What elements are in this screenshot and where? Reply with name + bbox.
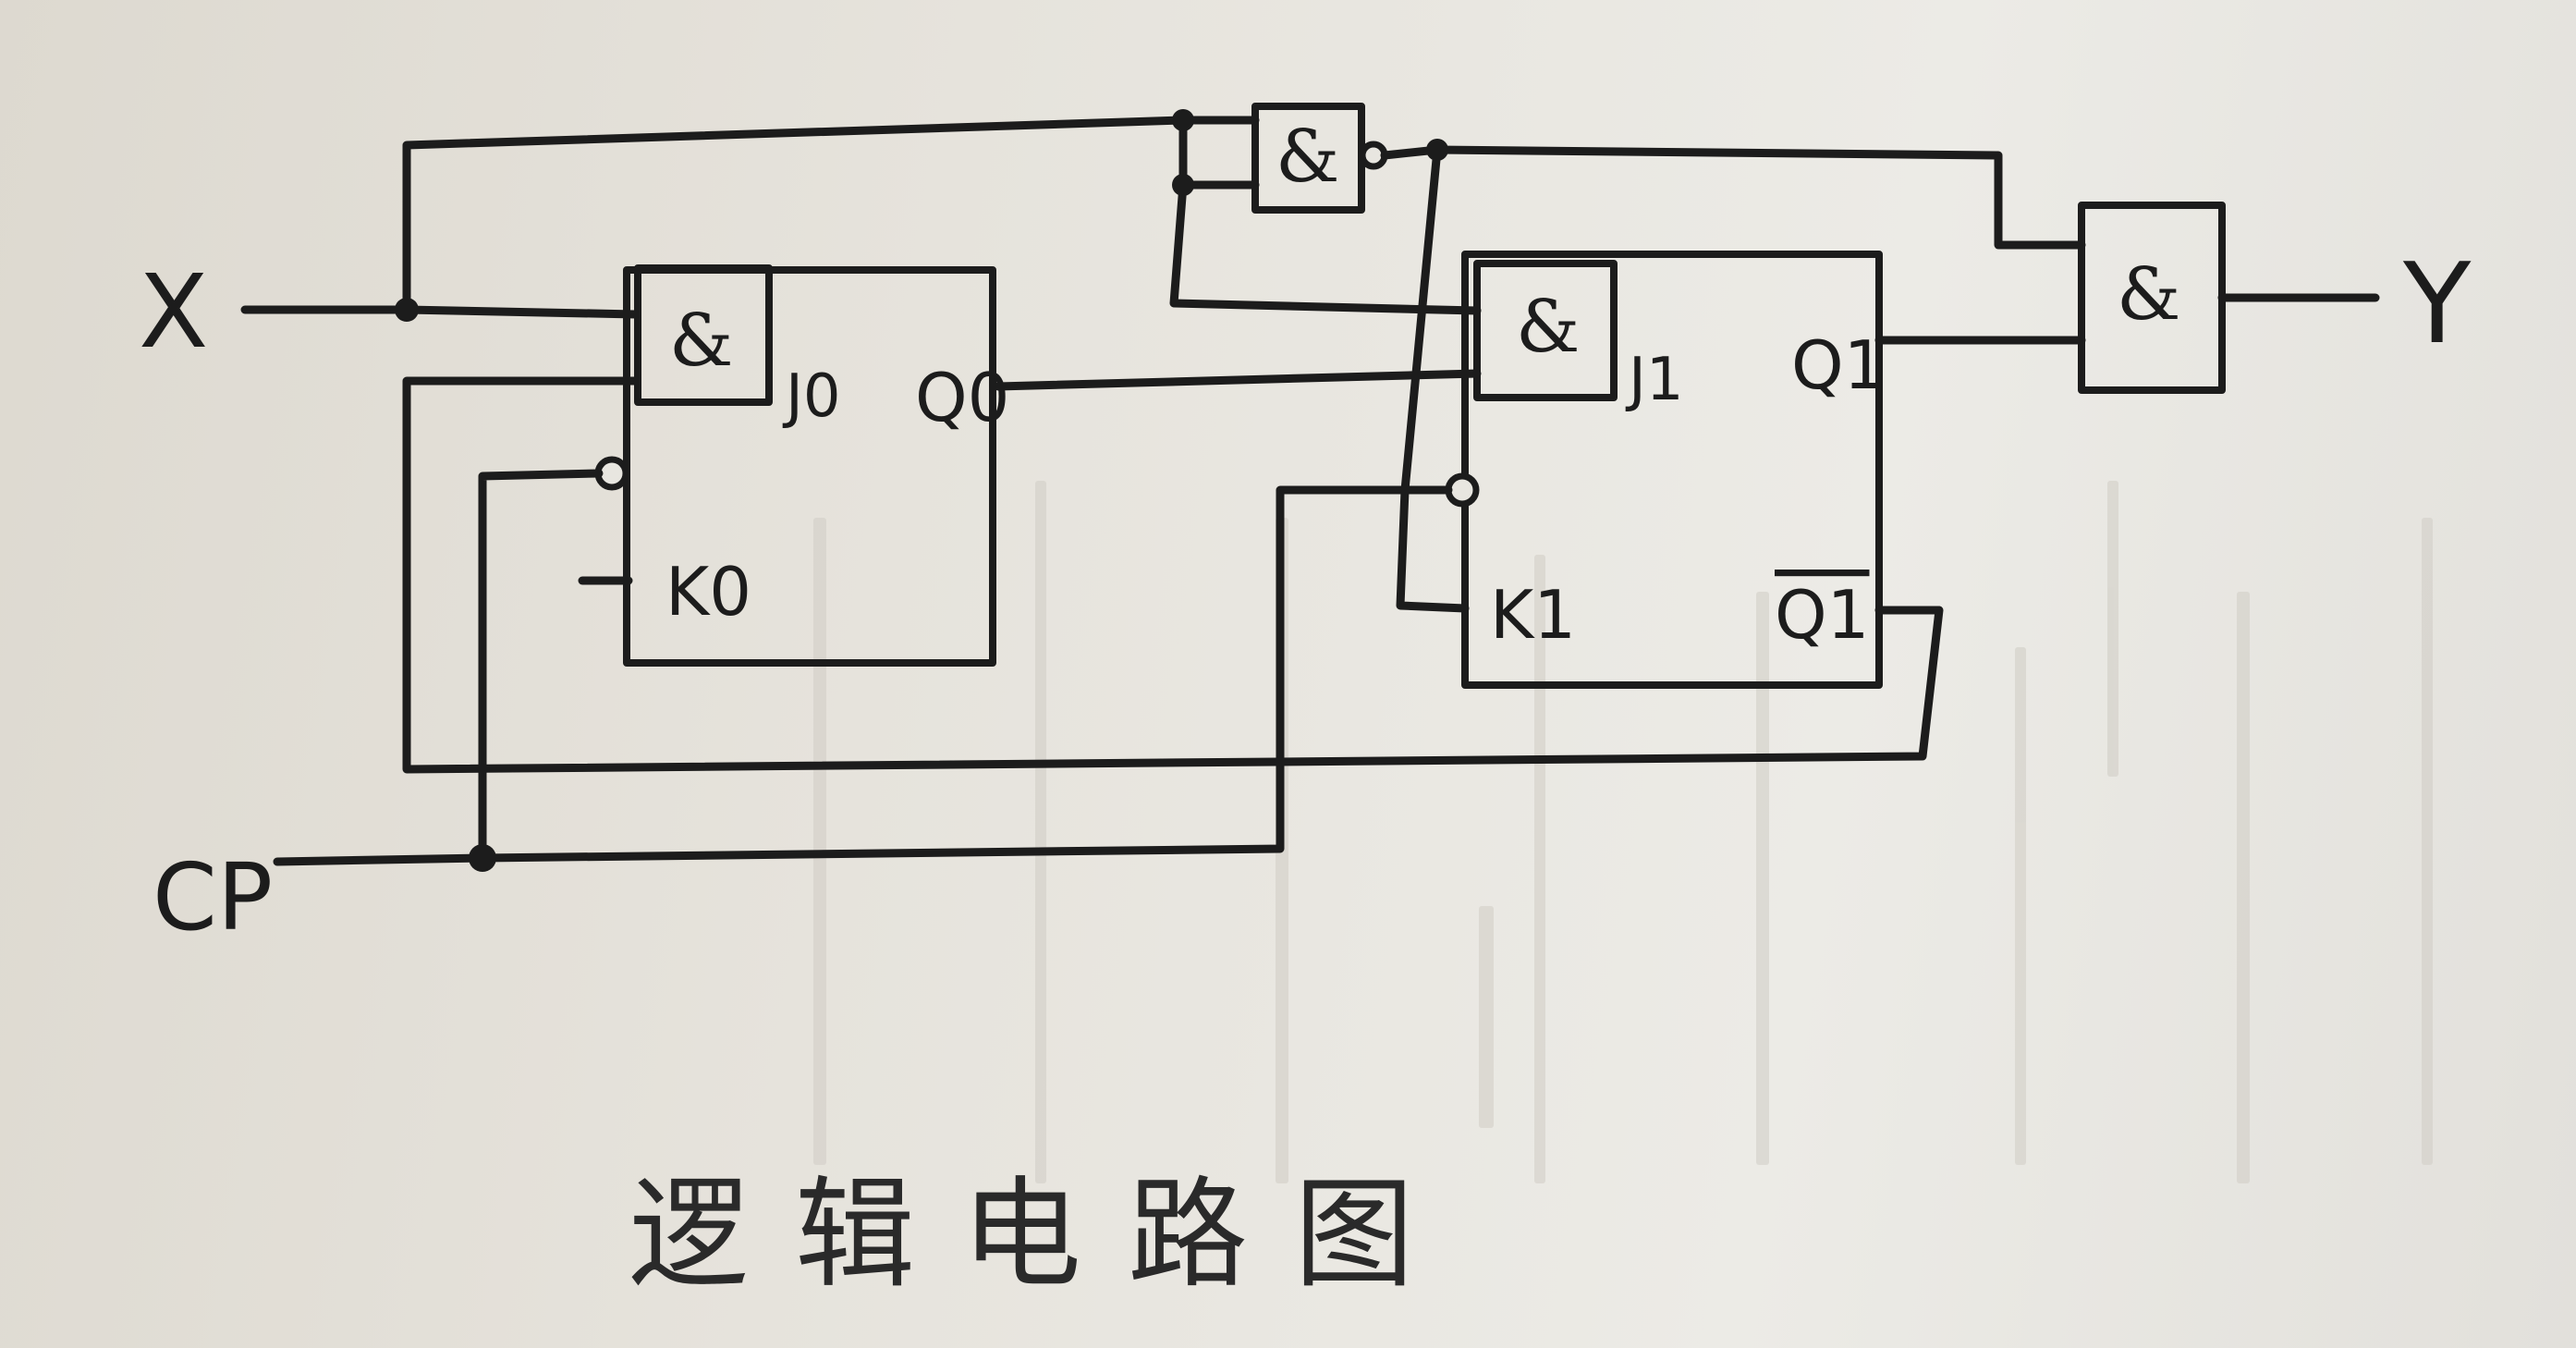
wire-nand-input-b: [1178, 116, 1260, 190]
flipflop-0-k-label: K0: [665, 553, 751, 631]
flipflop-1-q-label: Q1: [1791, 326, 1886, 404]
flipflop-0: & J0 K0 Q0: [578, 264, 1009, 667]
flipflop-0-input-and-gate: [634, 264, 773, 406]
junction-nand-output: [1426, 139, 1448, 161]
wire-clock-to-ff1: [273, 485, 1453, 866]
wire-to-ff1-and-input: [1169, 180, 1482, 315]
input-x-label: X: [139, 252, 208, 371]
flipflop-1-q-bar-label: Q1: [1775, 576, 1869, 654]
wire-nand-output-to-and: [1380, 145, 2086, 250]
junction-x-branch: [395, 298, 419, 322]
wire-clock-to-ff0: [478, 469, 604, 863]
wires: [240, 116, 2380, 866]
wire-nand-output-to-k1: [1396, 145, 1470, 613]
nand-gate: &: [1251, 103, 1388, 214]
wire-q1-bar-feedback: [402, 376, 1944, 774]
flipflop-1-j-label: J1: [1625, 346, 1684, 414]
flipflop-1-k-label: K1: [1490, 576, 1576, 654]
input-cp-label: CP: [153, 843, 273, 951]
junction-nand-input-b: [1172, 174, 1194, 196]
flipflop-1-input-and-gate: [1473, 260, 1618, 401]
flipflop-1-and-symbol: &: [1516, 286, 1580, 369]
junction-clock-branch: [469, 844, 496, 872]
diagram-caption: 逻辑电路图: [629, 1164, 1460, 1305]
wire-q0-to-ff1: [994, 369, 1482, 391]
flipflop-0-q-label: Q0: [915, 359, 1009, 436]
flipflop-0-and-symbol: &: [669, 300, 733, 383]
wire-x-input: [240, 305, 641, 319]
output-and-gate: &: [2078, 202, 2226, 394]
flipflop-1: & J1 K1 Q1 Q1: [1445, 251, 1886, 689]
output-and-gate-symbol: &: [2117, 253, 2180, 337]
nand-gate-symbol: &: [1276, 116, 1339, 199]
flipflop-0-j-label: J0: [782, 362, 841, 431]
flipflop-1-body: [1461, 251, 1883, 689]
junctions: [395, 109, 1448, 872]
junction-nand-input-a: [1172, 109, 1194, 131]
output-y-label: Y: [2402, 240, 2472, 369]
wire-x-to-top-bus: [402, 116, 1188, 314]
